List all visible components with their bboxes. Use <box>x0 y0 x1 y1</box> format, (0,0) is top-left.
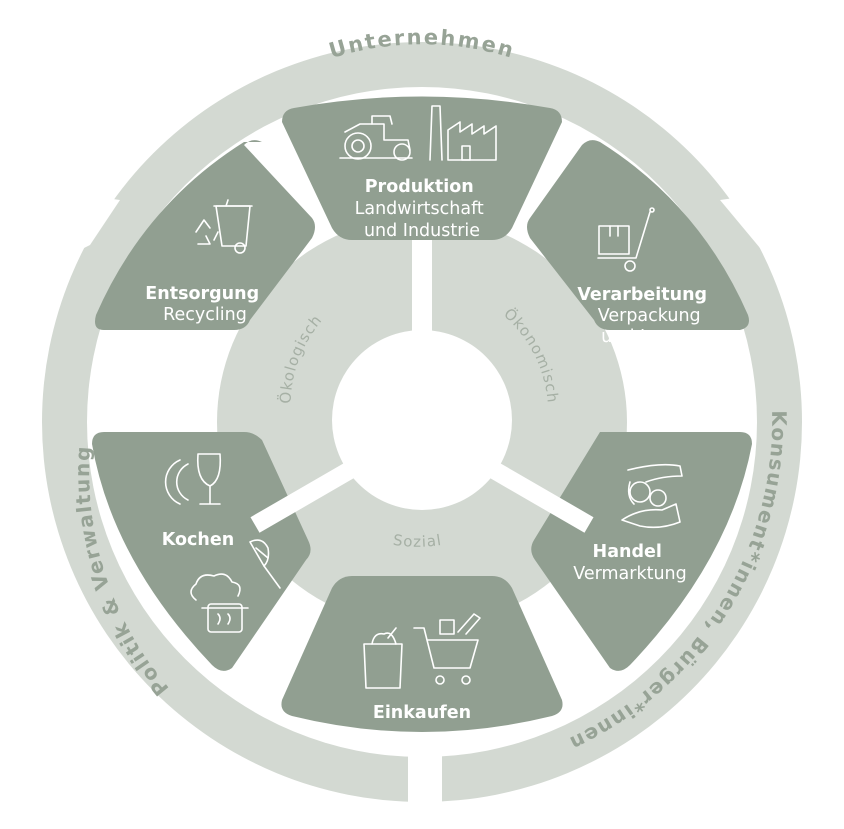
recycling-bin-icon <box>195 199 253 254</box>
text-produktion: Produktion Landwirtschaft und Industrie <box>355 177 490 241</box>
text-entsorgung: Entsorgung Recycling <box>145 284 264 325</box>
tractor-icon <box>339 115 413 161</box>
factory-icon <box>429 105 497 161</box>
segment-entsorgung[interactable] <box>95 140 315 330</box>
shopping-cart-icon <box>413 613 481 685</box>
text-kochen: Kochen <box>162 530 234 550</box>
center-circle <box>332 330 512 510</box>
segment-verarbeitung[interactable] <box>527 140 749 330</box>
plate-glass-icon <box>164 453 222 505</box>
segment-kochen[interactable] <box>92 432 311 671</box>
whisk-icon <box>249 539 281 589</box>
segment-handel[interactable] <box>531 432 752 671</box>
label-sozial: Sozial <box>392 531 443 551</box>
text-verarbeitung: Verarbeitung Verpackung und Lagerung <box>577 285 723 347</box>
hand-truck-box-icon <box>597 207 655 272</box>
segment-einkaufen[interactable] <box>281 576 563 732</box>
delivery-truck-icon <box>139 341 197 375</box>
segment-produktion[interactable] <box>282 96 562 241</box>
text-handel: Handel Vermarktung <box>573 542 687 584</box>
money-hand-icon <box>621 463 683 529</box>
text-einkaufen: Einkaufen <box>373 703 471 723</box>
segments <box>92 96 752 732</box>
grocery-bag-icon <box>363 627 403 689</box>
chef-pot-icon <box>190 573 249 633</box>
